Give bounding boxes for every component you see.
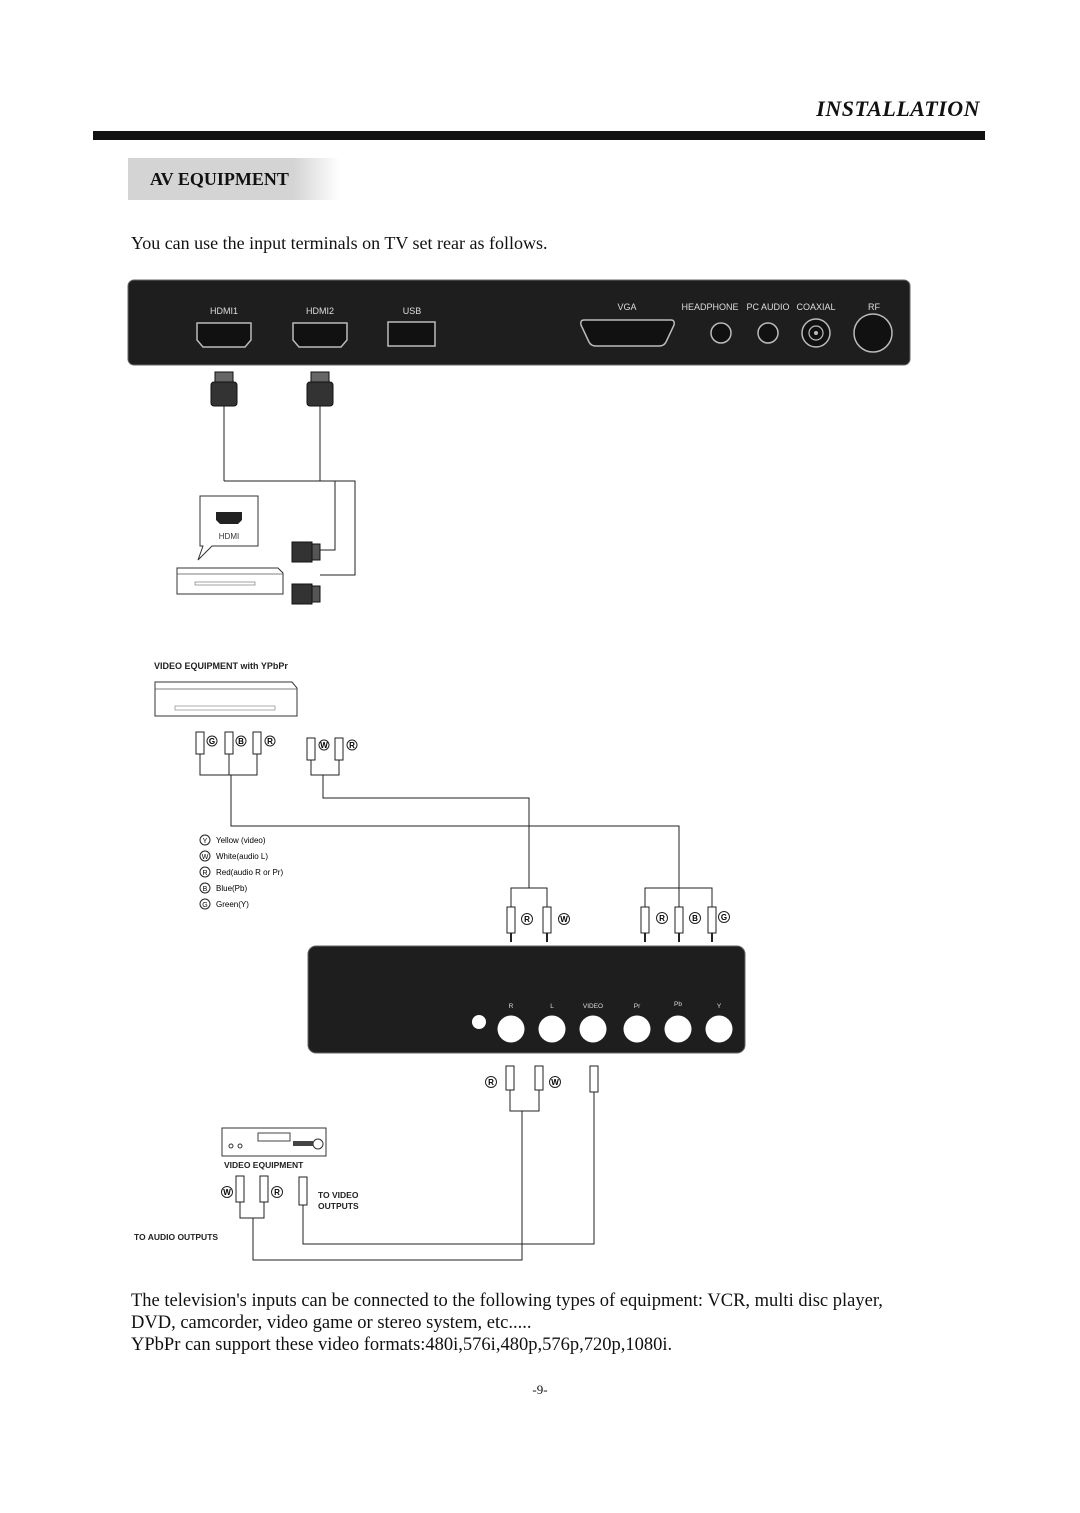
label-vga: VGA [617, 302, 636, 312]
ypbpr-audio-plugs: W R [306, 737, 358, 776]
hdmi-device-label: HDMI [219, 532, 239, 541]
header-rule [93, 131, 985, 140]
side-label-pb: Pb [674, 1001, 682, 1008]
bottom-letter-w: W [551, 1078, 559, 1087]
hdmi-callout-port-icon [216, 512, 242, 524]
side-label-l: L [550, 1003, 554, 1010]
footer-line-1: The television's inputs can be connected… [131, 1291, 883, 1311]
section-title: AV EQUIPMENT [150, 169, 289, 189]
legend-text-g: Green(Y) [216, 900, 249, 909]
header-title: INSTALLATION [816, 96, 980, 121]
usb-port-icon [387, 321, 436, 347]
ypbpr-device-label: VIDEO EQUIPMENT with YPbPr [154, 661, 288, 671]
side-plugs-bottom: R W [485, 1065, 599, 1112]
hdmi1-port-icon [196, 322, 252, 348]
to-audio-outputs-label: TO AUDIO OUTPUTS [134, 1232, 218, 1242]
label-rf: RF [868, 302, 880, 312]
legend-text-b: Blue(Pb) [216, 884, 247, 893]
video-equipment-device [221, 1127, 327, 1157]
legend-letter-w: W [202, 854, 209, 861]
jack-pb-icon [664, 1015, 692, 1043]
plug-letter-b: B [238, 737, 244, 746]
to-video-outputs-label-1: TO VIDEO [318, 1190, 359, 1200]
side-label-pr: Pr [634, 1003, 641, 1010]
side-top-letter-w: W [560, 915, 568, 924]
legend-letter-g: G [202, 902, 207, 909]
color-legend: Y Yellow (video) W White(audio L) R Red(… [199, 834, 283, 910]
side-label-y: Y [717, 1003, 722, 1010]
legend-text-r: Red(audio R or Pr) [216, 868, 283, 877]
ve-letter-w: W [223, 1188, 231, 1197]
jack-r-icon [497, 1015, 525, 1043]
label-hdmi1: HDMI1 [210, 306, 238, 316]
plug-letter-r-audio: R [349, 741, 355, 750]
plug-letter-g: G [209, 737, 215, 746]
ve-letter-r: R [274, 1188, 280, 1197]
legend-text-y: Yellow (video) [216, 836, 266, 845]
legend-text-w: White(audio L) [216, 852, 268, 861]
side-top-letter-b: B [692, 914, 698, 923]
footer-line-2: DVD, camcorder, video game or stereo sys… [131, 1313, 532, 1333]
footer-line-3: YPbPr can support these video formats:48… [131, 1335, 673, 1355]
legend-letter-y: Y [203, 838, 208, 845]
hdmi-cable-1 [210, 371, 238, 481]
footer-text: The television's inputs can be connected… [131, 1290, 1011, 1356]
plug-letter-w: W [320, 741, 328, 750]
side-top-letter-g: G [721, 913, 727, 922]
vga-port-icon [580, 319, 675, 347]
ypbpr-video-equipment [154, 681, 298, 717]
jack-l-icon [538, 1015, 566, 1043]
jack-video-icon [579, 1015, 607, 1043]
hdmi-source-device: HDMI [176, 495, 321, 605]
jack-pr-icon [623, 1015, 651, 1043]
label-usb: USB [403, 306, 422, 316]
headphone-jack-icon [710, 322, 732, 344]
side-audio-plugs-top: R W [506, 887, 570, 942]
jack-y-icon [705, 1015, 733, 1043]
side-top-letter-r: R [524, 915, 530, 924]
video-equipment-audio-plugs: W R [221, 1175, 308, 1219]
page-number: -9- [532, 1382, 548, 1397]
side-top-letter-r2: R [659, 914, 665, 923]
label-hdmi2: HDMI2 [306, 306, 334, 316]
label-pc-audio: PC AUDIO [746, 302, 789, 312]
hdmi-cable-2 [306, 371, 334, 481]
ypbpr-component-plugs: G B R [195, 731, 276, 776]
bottom-letter-r: R [488, 1078, 494, 1087]
hdmi2-port-icon [292, 322, 348, 348]
rf-jack-icon [853, 313, 893, 353]
side-label-video: VIDEO [583, 1003, 603, 1010]
rear-panel: HDMI1 HDMI2 USB VGA HEADPHONE PC AUDIO C… [127, 279, 911, 366]
label-headphone: HEADPHONE [681, 302, 738, 312]
plug-letter-r: R [267, 737, 273, 746]
legend-letter-b: B [203, 886, 208, 893]
to-video-outputs-label-2: OUTPUTS [318, 1201, 359, 1211]
label-coaxial: COAXIAL [796, 302, 835, 312]
intro-text: You can use the input terminals on TV se… [131, 233, 548, 253]
video-equipment-label: VIDEO EQUIPMENT [224, 1160, 304, 1170]
side-label-r: R [509, 1003, 514, 1010]
pc-audio-jack-icon [757, 322, 779, 344]
side-component-plugs-top: R B G [640, 887, 730, 942]
side-panel: R L VIDEO Pr Pb Y [307, 945, 746, 1054]
legend-letter-r: R [202, 870, 207, 877]
section-tab: AV EQUIPMENT [128, 158, 340, 200]
